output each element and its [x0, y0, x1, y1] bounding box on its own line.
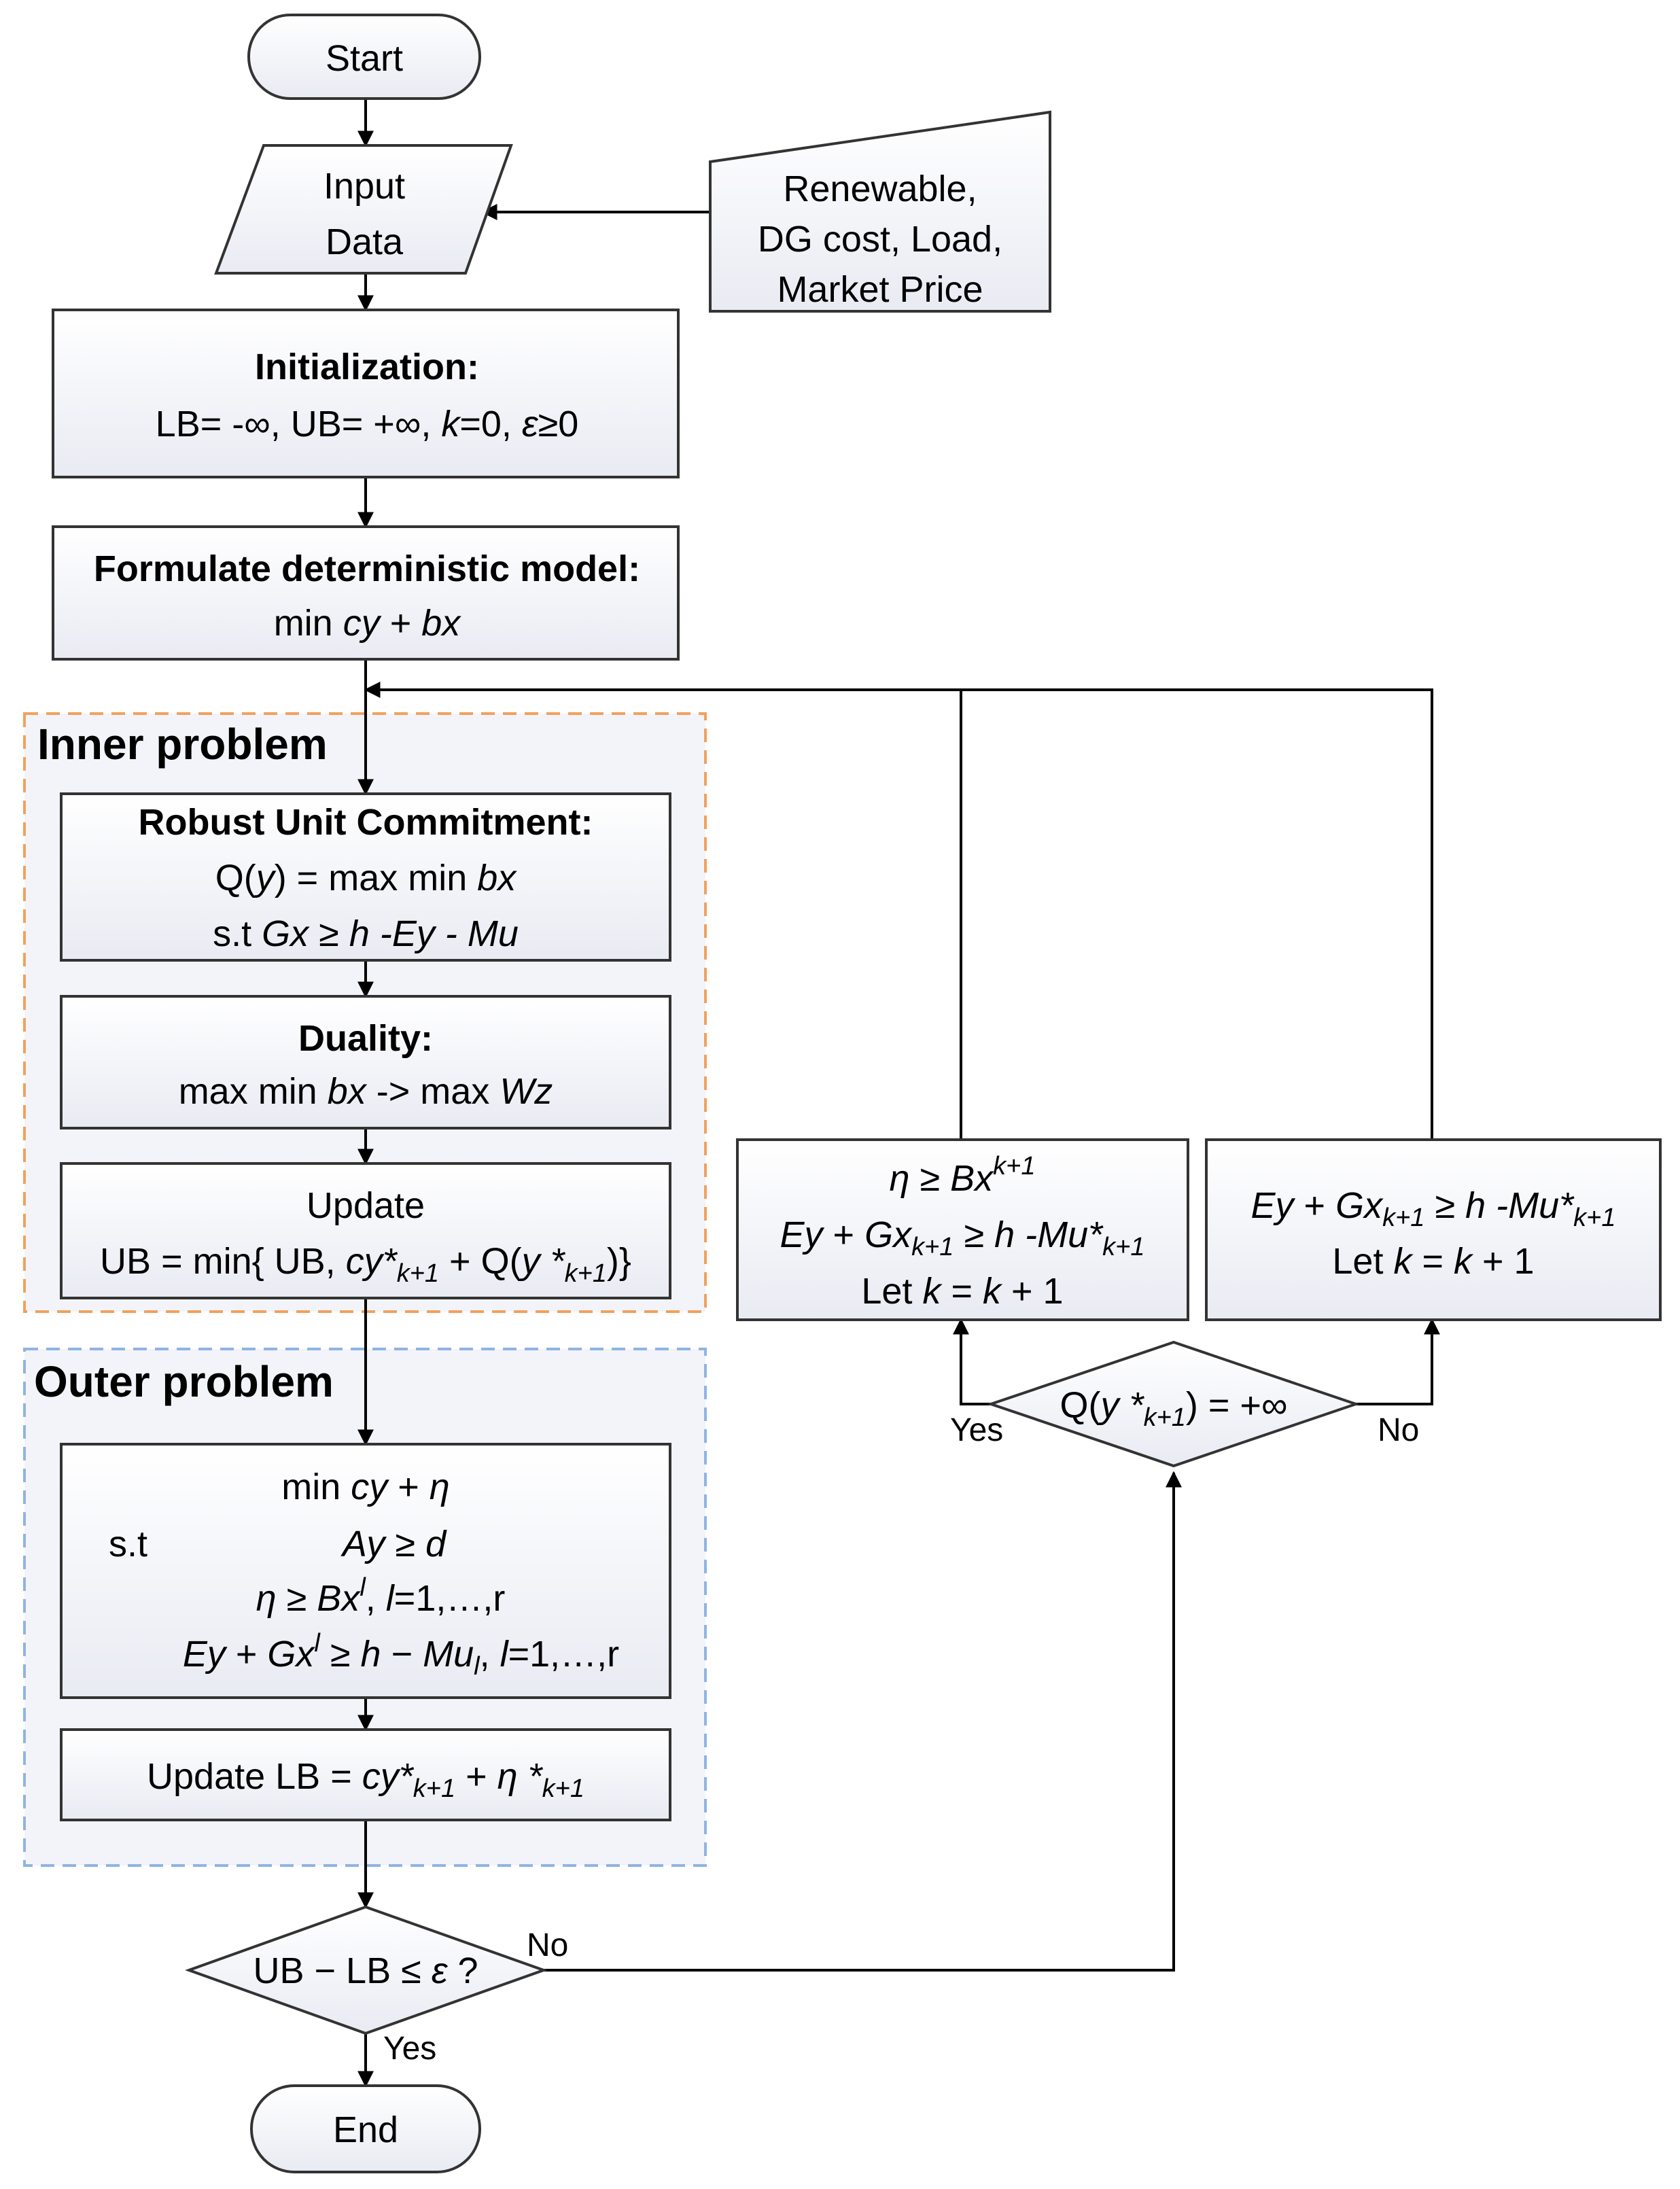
q-no-label: No — [1378, 1412, 1419, 1448]
svg-text:DG cost, Load,: DG cost, Load, — [758, 219, 1002, 260]
svg-text:Ay ≥ d: Ay ≥ d — [340, 1524, 447, 1564]
svg-text:Let k = k + 1: Let k = k + 1 — [1332, 1241, 1534, 1282]
edge-qcheck-nocut — [1356, 1318, 1440, 1405]
svg-text:Renewable,: Renewable, — [783, 169, 977, 209]
svg-text:LB= -∞, UB= +∞, k=0, ε≥0: LB= -∞, UB= +∞, k=0, ε≥0 — [156, 404, 579, 444]
svg-text:s.t Gx ≥ h -Ey - Mu: s.t Gx ≥ h -Ey - Mu — [213, 913, 519, 954]
no-cut-node: Ey + Gxk+1 ≥ h -Mu*k+1 Let k = k + 1 — [1205, 1138, 1662, 1321]
start-node: Start — [247, 14, 481, 100]
svg-text:min cy + bx: min cy + bx — [274, 603, 462, 644]
edges — [357, 99, 1440, 2088]
conv-yes-label: Yes — [383, 2031, 436, 2067]
initialization-node: Initialization: LB= -∞, UB= +∞, k=0, ε≥0 — [52, 309, 680, 478]
svg-text:Q(y) = max min bx: Q(y) = max min bx — [215, 858, 518, 898]
svg-text:Robust Unit Commitment:: Robust Unit Commitment: — [139, 802, 593, 843]
svg-text:Update: Update — [307, 1185, 425, 1226]
svg-text:s.t: s.t — [109, 1524, 147, 1564]
svg-text:Duality:: Duality: — [298, 1018, 433, 1059]
update-ub-node: Update UB = min{ UB, cy*k+1 + Q(y *k+1)} — [60, 1162, 671, 1299]
svg-text:Initialization:: Initialization: — [255, 347, 479, 387]
yes-cut-node: η ≥ Bxk+1 Ey + Gxk+1 ≥ h -Mu*k+1 Let k =… — [736, 1138, 1189, 1321]
q-check-decision: Q(y *k+1) = +∞ — [986, 1340, 1361, 1468]
svg-text:Ey + Gxl ≥ h − Mul, l=1,…,r: Ey + Gxl ≥ h − Mul, l=1,…,r — [183, 1629, 619, 1681]
svg-text:Market Price: Market Price — [777, 269, 983, 310]
svg-text:min cy + η: min cy + η — [281, 1467, 450, 1507]
svg-text:Ey + Gxk+1 ≥ h -Mu*k+1: Ey + Gxk+1 ≥ h -Mu*k+1 — [1251, 1185, 1616, 1232]
outer-problem-label: Outer problem — [34, 1357, 334, 1406]
svg-text:Ey + Gxk+1 ≥ h -Mu*k+1: Ey + Gxk+1 ≥ h -Mu*k+1 — [780, 1214, 1145, 1261]
q-yes-label: Yes — [950, 1412, 1003, 1448]
svg-text:η ≥ Bxl, l=1,…,r: η ≥ Bxl, l=1,…,r — [256, 1573, 506, 1619]
robust-unit-commitment-node: Robust Unit Commitment: Q(y) = max min b… — [60, 792, 671, 962]
svg-text:End: End — [333, 2109, 398, 2150]
svg-text:Formulate deterministic model:: Formulate deterministic model: — [94, 548, 640, 589]
svg-text:UB − LB ≤ ε ?: UB − LB ≤ ε ? — [253, 1950, 478, 1991]
external-data-node: Renewable, DG cost, Load, Market Price — [709, 110, 1051, 313]
svg-text:Update LB = cy*k+1 + η *k+1: Update LB = cy*k+1 + η *k+1 — [147, 1756, 584, 1803]
svg-text:Data: Data — [326, 222, 404, 262]
deterministic-model-node: Formulate deterministic model: min cy + … — [52, 525, 680, 661]
svg-text:UB = min{ UB, cy*k+1 + Q(y *k+: UB = min{ UB, cy*k+1 + Q(y *k+1)} — [100, 1241, 631, 1288]
input-data-node: Input Data — [214, 144, 513, 275]
inner-problem-label: Inner problem — [37, 720, 328, 769]
svg-text:Input: Input — [323, 166, 405, 207]
update-lb-node: Update LB = cy*k+1 + η *k+1 — [60, 1728, 671, 1821]
svg-text:max min bx -> max Wz: max min bx -> max Wz — [179, 1071, 553, 1112]
duality-node: Duality: max min bx -> max Wz — [60, 995, 671, 1129]
edge-conv-qcheck — [544, 1471, 1182, 1972]
outer-problem-node: min cy + η s.t Ay ≥ d η ≥ Bxl, l=1,…,r E… — [60, 1443, 671, 1699]
convergence-decision: UB − LB ≤ ε ? — [185, 1905, 548, 2035]
edge-nocut-loop — [364, 682, 1433, 1140]
svg-text:Let k = k + 1: Let k = k + 1 — [861, 1271, 1063, 1312]
end-node: End — [250, 2084, 481, 2173]
edge-qcheck-yescut — [953, 1318, 991, 1405]
svg-text:Start: Start — [326, 38, 403, 79]
conv-no-label: No — [527, 1927, 568, 1963]
